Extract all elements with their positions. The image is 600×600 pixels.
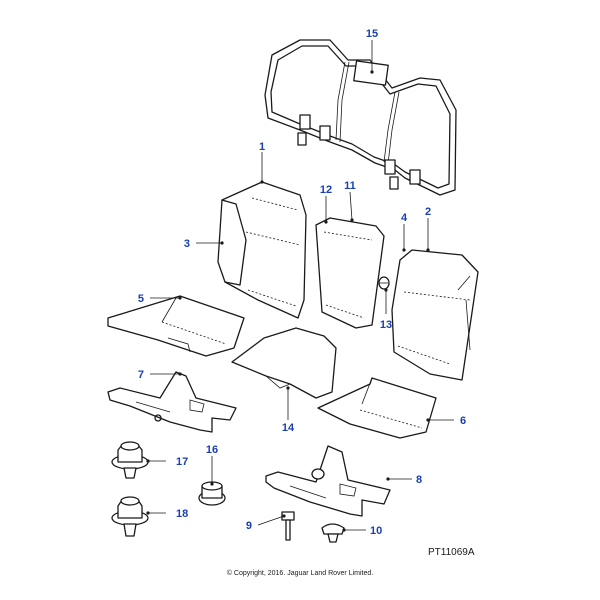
callout-14: 14 <box>282 422 295 434</box>
callout-8: 8 <box>416 474 422 486</box>
part-1-backrest-cushion[interactable] <box>217 181 307 319</box>
part-18-push-clip[interactable] <box>111 496 149 537</box>
callout-13: 13 <box>380 319 392 331</box>
part-6-right-seat-pad[interactable] <box>317 377 437 439</box>
part-13-clip[interactable] <box>378 276 390 290</box>
callout-3: 3 <box>184 238 190 250</box>
callouts: 15 1 3 12 11 4 2 13 5 14 7 6 17 18 16 8 … <box>138 28 466 537</box>
callout-4: 4 <box>401 212 408 224</box>
part-7-left-bracket[interactable] <box>107 371 237 433</box>
callout-16: 16 <box>206 444 218 456</box>
callout-6: 6 <box>460 415 466 427</box>
callout-12: 12 <box>320 184 332 196</box>
callout-18: 18 <box>176 508 188 520</box>
callout-15: 15 <box>366 28 378 40</box>
part-8-right-bracket[interactable] <box>265 445 391 517</box>
part-9-bolt[interactable] <box>281 511 295 541</box>
illustration-code: PT11069A <box>428 547 475 558</box>
callout-9: 9 <box>246 520 252 532</box>
part-14-center-cushion[interactable] <box>231 327 337 399</box>
part-10-cap[interactable] <box>321 523 345 543</box>
copyright-notice: © Copyright, 2016. Jaguar Land Rover Lim… <box>227 569 373 577</box>
leader-lines <box>146 40 454 532</box>
callout-11: 11 <box>344 180 356 192</box>
part-17-push-clip[interactable] <box>111 441 149 479</box>
callout-2: 2 <box>425 206 431 218</box>
part-2-right-backrest[interactable] <box>391 249 479 381</box>
callout-10: 10 <box>370 525 382 537</box>
callout-7: 7 <box>138 369 144 381</box>
callout-17: 17 <box>176 456 188 468</box>
part-5-left-seat-pad[interactable] <box>107 295 245 357</box>
part-15-seat-frame[interactable] <box>264 39 457 196</box>
callout-1: 1 <box>259 141 265 153</box>
part-16-grommet[interactable] <box>198 481 226 506</box>
part-11-center-backrest[interactable] <box>315 217 385 329</box>
callout-5: 5 <box>138 293 144 305</box>
